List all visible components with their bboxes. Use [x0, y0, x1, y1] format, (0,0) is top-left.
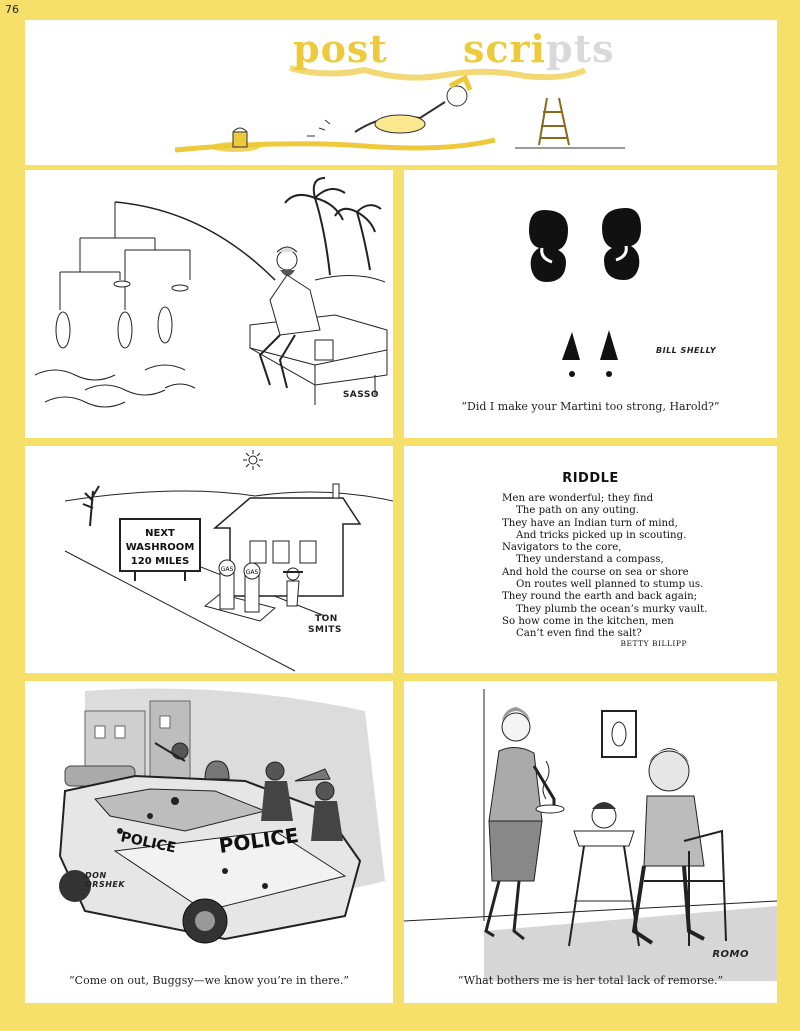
cartoon-police: POLICE POLICE DON ORSHEK “Come on out, B…: [25, 681, 393, 1003]
riddle-line: Navigators to the core,: [502, 542, 622, 554]
signature-romo: ROMO: [712, 949, 749, 960]
caption-footprints: “Did I make your Martini too strong, Har…: [461, 400, 720, 413]
sign-line-2: WASHROOM: [126, 542, 195, 553]
riddle-line: On routes well planned to stump us.: [516, 579, 704, 591]
cartoon-remorse: ROMO “What bothers me is her total lack …: [404, 681, 777, 1003]
footprints-illustration: [529, 208, 641, 377]
signature-don-orshek: DON ORSHEK: [85, 871, 126, 889]
cartoon-fishing-mobile: SASSO: [25, 170, 393, 438]
riddle-title: RIDDLE: [562, 471, 619, 486]
riddle-line: Can’t even find the salt?: [516, 628, 642, 640]
riddle-line: They have an Indian turn of mind,: [502, 517, 678, 529]
signature-sasso: SASSO: [342, 390, 379, 400]
riddle-line: They plumb the ocean’s murky vault.: [516, 603, 708, 615]
title-scripts-a: scri: [463, 26, 546, 71]
riddle-line: So how come in the kitchen, men: [502, 615, 674, 627]
signature-ton-smits-1: TON: [315, 614, 338, 624]
riddle-line: The path on any outing.: [516, 505, 640, 517]
cartoon-footprints: BILL SHELLY “Did I make your Martini too…: [404, 170, 777, 438]
remorse-illustration: [404, 689, 777, 981]
title-scripts: scripts: [463, 26, 615, 71]
caption-police: “Come on out, Buggsy—we know you’re in t…: [69, 974, 349, 987]
sign-line-3: 120 MILES: [131, 556, 189, 567]
riddle-line: They understand a compass,: [516, 554, 664, 566]
riddle-body: Men are wonderful; they find The path on…: [502, 493, 772, 641]
washroom-illustration: NEXT WASHROOM 120 MILES GAS GAS: [64, 450, 393, 672]
riddle-line: And tricks picked up in scouting.: [516, 529, 687, 541]
caption-remorse: “What bothers me is her total lack of re…: [457, 974, 724, 987]
page-number: 76: [5, 3, 19, 16]
title-post: post: [293, 26, 388, 71]
riddle-line: They round the earth and back again;: [502, 591, 698, 603]
cartoon-washroom: NEXT WASHROOM 120 MILES GAS GAS TON SMIT…: [25, 446, 393, 673]
pump-label-1: GAS: [221, 566, 234, 573]
header-panel: post scripts: [25, 20, 777, 165]
police-illustration: POLICE POLICE: [58, 688, 385, 944]
riddle-panel: RIDDLE Men are wonderful; they find The …: [404, 446, 777, 673]
riddle-author: BETTY BILLIPP: [620, 639, 687, 648]
header-illustration: [174, 65, 625, 153]
title-scripts-b: pts: [546, 26, 615, 71]
signature-bill-shelly: BILL SHELLY: [656, 346, 717, 355]
riddle-line: Men are wonderful; they find: [502, 493, 654, 504]
signature-ton-smits-2: SMITS: [308, 625, 342, 635]
fishing-illustration: [34, 177, 388, 408]
pump-label-2: GAS: [246, 569, 259, 576]
riddle-line: And hold the course on sea or shore: [502, 566, 689, 578]
sign-line-1: NEXT: [145, 528, 175, 539]
